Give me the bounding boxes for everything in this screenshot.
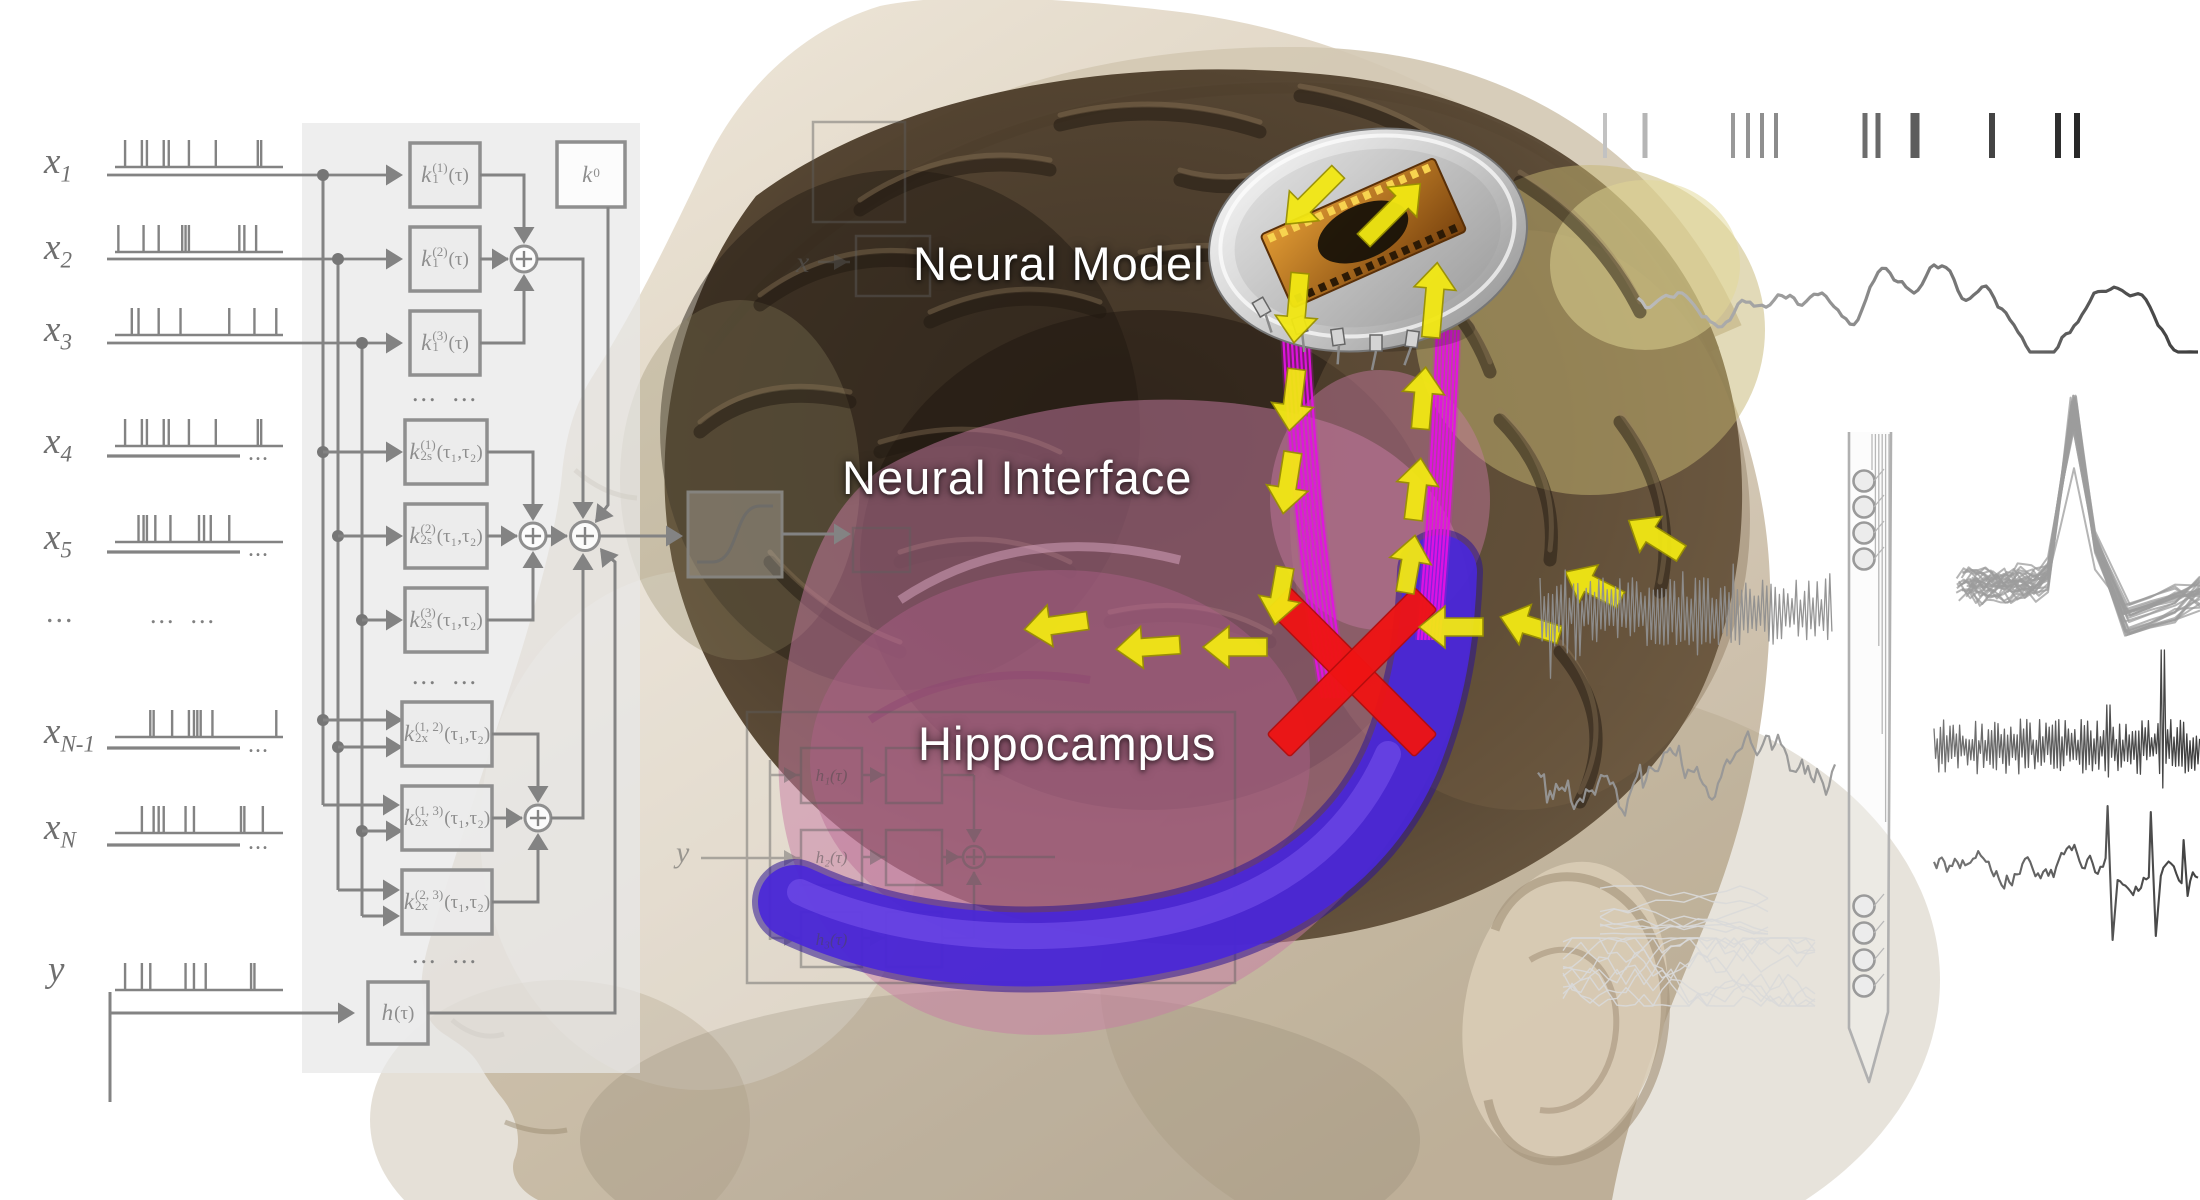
mimo-model-block-diagram xyxy=(107,123,1010,1104)
faint-y-label: y xyxy=(676,836,690,869)
signal-flow-arrows xyxy=(1023,164,1688,670)
input-label-y: y xyxy=(48,949,65,990)
electrode-probe xyxy=(1847,431,1893,1084)
label-hippocampus: Hippocampus xyxy=(918,717,1217,770)
faint-h2-box-label: h₂(τ) xyxy=(815,847,848,867)
input-label-xn: xN xyxy=(44,807,76,853)
flow-arrow xyxy=(1201,624,1268,670)
input-label-x1: x1 xyxy=(44,141,72,187)
kernel-k2x-13: k(1, 3)2x(τ₁,τ₂) xyxy=(403,803,491,830)
faint-h3-box-label: h₃(τ) xyxy=(815,929,848,949)
flow-arrow xyxy=(1356,182,1422,248)
kernel-k1-1: k(1)1(τ) xyxy=(421,160,469,187)
ellipsis-x4: ... xyxy=(248,440,269,466)
flow-arrow xyxy=(1264,450,1310,515)
kernel-h: h(τ) xyxy=(381,1000,415,1025)
kernel-k1-3: k(3)1(τ) xyxy=(421,328,469,355)
flow-arrow xyxy=(1388,534,1433,596)
input-label-x5: x5 xyxy=(44,517,72,563)
train-dots: ... ... xyxy=(150,600,216,629)
flow-arrow xyxy=(1023,603,1090,649)
kernel-k2x-23: k(2, 3)2x(τ₁,τ₂) xyxy=(403,887,491,914)
faint-x-label: x xyxy=(796,246,810,279)
flow-arrow xyxy=(1273,271,1319,345)
faint-h1-box-label: h₁(τ) xyxy=(815,765,848,785)
input-label-x2: x2 xyxy=(44,227,72,273)
flow-arrow xyxy=(1284,164,1346,226)
flow-arrow xyxy=(1412,261,1458,340)
flow-arrow xyxy=(1269,367,1315,433)
kernel-k1-2: k(2)1(τ) xyxy=(421,244,469,271)
input-label-x3: x3 xyxy=(44,309,72,355)
kernel-k2s-3: k(3)2s(τ₁,τ₂) xyxy=(409,605,483,632)
kernel-dots-1: ... ... xyxy=(412,378,478,407)
input-label-x4: x4 xyxy=(44,421,72,467)
label-neural-model: Neural Model xyxy=(913,237,1205,290)
input-label-xn1: xN-1 xyxy=(44,711,95,757)
flow-arrow xyxy=(1627,515,1688,563)
flow-arrow xyxy=(1257,564,1302,626)
hippocampus-structure xyxy=(752,529,1483,993)
label-neural-interface: Neural Interface xyxy=(842,451,1193,504)
kernel-k2x-12: k(1, 2)2x(τ₁,τ₂) xyxy=(403,719,491,746)
input-label-dots: ... xyxy=(46,596,75,629)
flow-arrow xyxy=(1395,456,1441,522)
flow-arrow xyxy=(1400,365,1446,431)
flow-arrow xyxy=(1417,604,1484,650)
flow-arrow xyxy=(1114,624,1182,670)
kernel-k2s-1: k(1)2s(τ₁,τ₂) xyxy=(409,437,483,464)
kernel-dots-2: ... ... xyxy=(412,661,478,690)
ellipsis-xn1: ... xyxy=(248,732,269,758)
ellipsis-x5: ... xyxy=(248,536,269,562)
ellipsis-xn: ... xyxy=(248,829,269,855)
kernel-k2s-2: k(2)2s(τ₁,τ₂) xyxy=(409,521,483,548)
kernel-dots-3: ... ... xyxy=(412,940,478,969)
electrophysiology-traces xyxy=(1537,113,2200,1007)
